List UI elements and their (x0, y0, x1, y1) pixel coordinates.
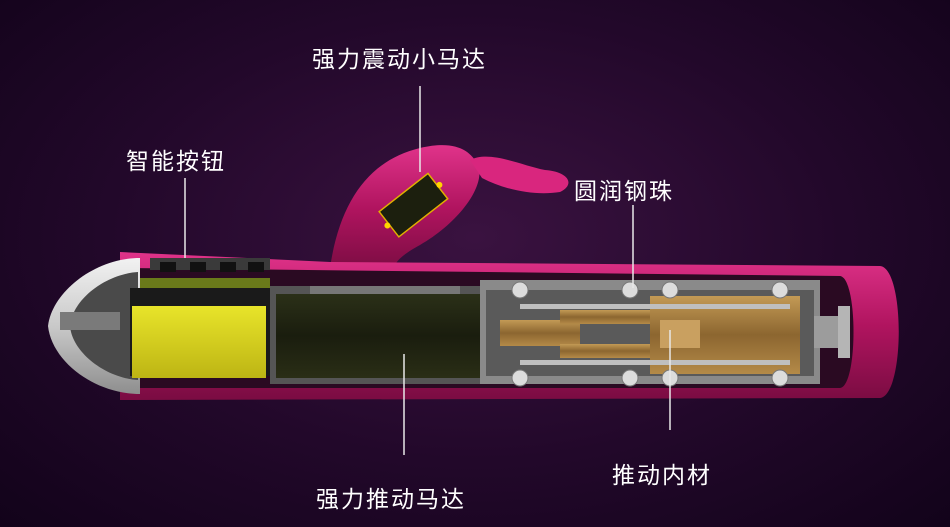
label-thrust-inner: 推动内材 (612, 463, 712, 489)
thrust-mechanism (480, 280, 850, 384)
battery (130, 288, 270, 378)
leader-lines (184, 86, 671, 455)
tip-cap (48, 258, 140, 394)
label-steel-ball: 圆润钢珠 (574, 179, 674, 205)
steel-balls (511, 281, 789, 387)
upper-arm (330, 145, 569, 272)
vibration-motor (378, 172, 449, 238)
label-smart-button: 智能按钮 (126, 149, 226, 175)
label-thrust-motor: 强力推动马达 (316, 487, 466, 513)
label-vibration-motor: 强力震动小马达 (312, 47, 487, 73)
thrust-motor (270, 286, 510, 384)
